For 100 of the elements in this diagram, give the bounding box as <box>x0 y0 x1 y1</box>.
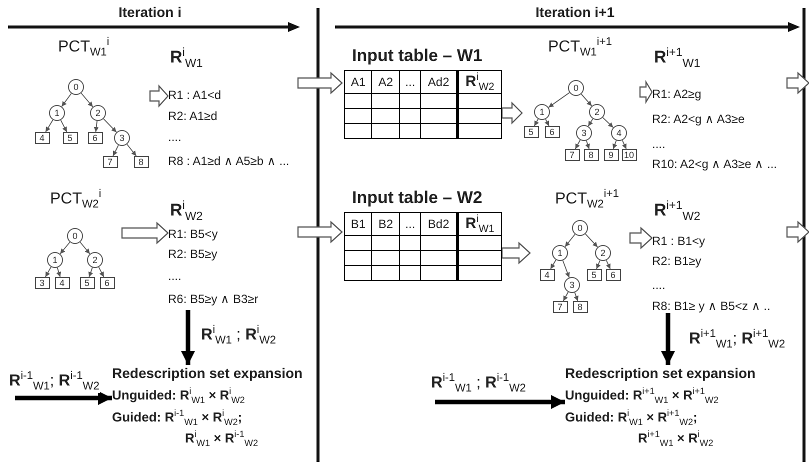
arrow <box>88 267 94 278</box>
rule-text: R1 : A1<d <box>168 88 222 102</box>
rule-text: .... <box>652 137 666 151</box>
leaf-node: 7 <box>552 301 568 313</box>
rule-text: .... <box>652 278 666 292</box>
rule-text: R1: B5<y <box>168 227 218 241</box>
expansion-heading: Redescription set expansion <box>565 365 756 381</box>
arrow <box>550 259 556 270</box>
column-header: B2 <box>372 212 400 236</box>
block-arrow <box>149 84 169 108</box>
leaf-node: 4 <box>34 132 50 144</box>
block-arrow <box>501 242 531 264</box>
column-header: Ad2 <box>420 70 458 94</box>
block-arrow <box>786 220 809 244</box>
arrow <box>612 140 618 150</box>
split-node: 2 <box>589 104 605 120</box>
arrow <box>562 260 570 278</box>
split-node: 3 <box>564 277 580 293</box>
leaf-node: 5 <box>80 277 94 289</box>
leaf-node: 5 <box>586 269 602 281</box>
arrow <box>44 266 52 278</box>
column-header: ... <box>399 212 421 236</box>
table-title: Input table – W2 <box>352 188 482 208</box>
arrow <box>562 292 569 302</box>
arrow <box>606 260 611 270</box>
block-arrow <box>297 220 343 244</box>
column-header: Bd2 <box>420 212 458 236</box>
arrow <box>534 118 539 126</box>
leaf-node: 4 <box>540 269 554 281</box>
split-node: 2 <box>595 245 611 261</box>
split-node: 1 <box>552 245 568 261</box>
arrow <box>60 242 70 254</box>
arrow <box>661 313 675 365</box>
iteration-label: Iteration i+1 <box>536 4 614 20</box>
arrow <box>56 267 62 278</box>
block-arrow <box>501 102 523 124</box>
arrow <box>80 242 90 254</box>
arrow <box>544 118 550 126</box>
arrow <box>585 140 590 150</box>
split-node: 0 <box>568 80 584 96</box>
block-arrow <box>297 72 343 94</box>
split-node: 2 <box>90 105 106 121</box>
block-arrow <box>121 222 169 244</box>
arrow <box>94 120 99 132</box>
split-node: 0 <box>67 228 83 244</box>
split-node: 1 <box>49 105 65 121</box>
arrow <box>574 140 581 150</box>
split-node: 1 <box>47 252 63 268</box>
rule-text: R2: B5≥y <box>168 247 218 261</box>
arrow <box>61 93 72 107</box>
leaf-node: 8 <box>584 149 598 161</box>
rule-text: R8: B1≥ y ∧ B5<z ∧ .. <box>652 299 770 313</box>
rule-text: .... <box>168 130 182 144</box>
arrow <box>580 94 592 106</box>
column-header: B1 <box>344 212 372 236</box>
arrow <box>596 260 601 270</box>
expansion-formula: Guided: R$^{i}$$_{W1}$ × R$^{i+1}$$_{W2}$; <box>565 408 698 427</box>
arrow <box>622 140 627 150</box>
arrow <box>45 119 54 132</box>
rule-text: R2: A1≥d <box>168 109 218 123</box>
rule-text: R2: A2<g ∧ A3≥e <box>652 112 745 126</box>
arrow <box>103 118 117 133</box>
leaf-node: 8 <box>134 156 148 168</box>
arrow <box>126 144 137 156</box>
column-header: A2 <box>372 70 400 94</box>
leaf-node: 6 <box>544 126 560 138</box>
leaf-node: 4 <box>54 277 70 289</box>
arrow <box>548 92 570 108</box>
split-node: 4 <box>611 125 627 141</box>
leaf-node: 6 <box>88 132 102 144</box>
rule-text: .... <box>168 269 182 283</box>
leaf-node: 6 <box>100 277 114 289</box>
leaf-node: 8 <box>572 301 588 313</box>
split-node: 0 <box>68 79 84 95</box>
arrow <box>60 120 68 132</box>
leaf-node: 5 <box>62 132 78 144</box>
split-node: 3 <box>576 125 592 141</box>
arrow <box>15 391 112 405</box>
split-node: 0 <box>572 220 588 236</box>
leaf-node: 5 <box>524 126 538 138</box>
column-header: A1 <box>344 70 372 94</box>
block-arrow <box>786 72 809 94</box>
rule-text: R1: A2≥g <box>652 87 702 101</box>
leaf-node: 9 <box>604 149 618 161</box>
split-node: 3 <box>114 130 130 146</box>
arrow <box>80 92 94 108</box>
leaf-node: 10 <box>622 149 636 161</box>
arrow <box>564 234 576 248</box>
split-node: 1 <box>534 104 550 120</box>
arrow <box>112 144 119 156</box>
table-title: Input table – W1 <box>352 46 482 66</box>
leaf-node: 6 <box>606 269 620 281</box>
expansion-heading: Redescription set expansion <box>112 365 303 381</box>
rule-text: R2: B1≥y <box>652 254 702 268</box>
leaf-node: 7 <box>102 156 118 168</box>
arrow <box>584 233 598 248</box>
rule-text: R8 : A1≥d ∧ A5≥b ∧ ... <box>168 154 290 168</box>
block-arrow <box>629 226 653 250</box>
arrow <box>181 310 195 365</box>
iteration-label: Iteration i <box>118 4 182 20</box>
